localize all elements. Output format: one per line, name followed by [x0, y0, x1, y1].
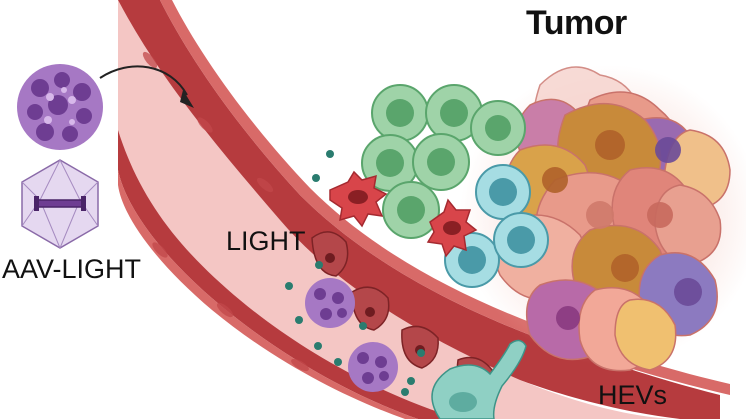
capsid-icon	[21, 159, 99, 249]
tumor-mass	[460, 65, 746, 372]
hev-icon	[431, 339, 527, 419]
light-particles	[285, 150, 425, 396]
tumor-label: Tumor	[526, 4, 627, 42]
curved-arrow-icon	[99, 65, 194, 108]
aav-light-label: AAV-LIGHT	[2, 254, 142, 284]
aav-virus-icon	[17, 64, 103, 150]
aav-particles-in-vessel	[305, 278, 398, 392]
light-label: LIGHT	[226, 226, 306, 256]
hevs-label: HEVs	[598, 380, 668, 410]
